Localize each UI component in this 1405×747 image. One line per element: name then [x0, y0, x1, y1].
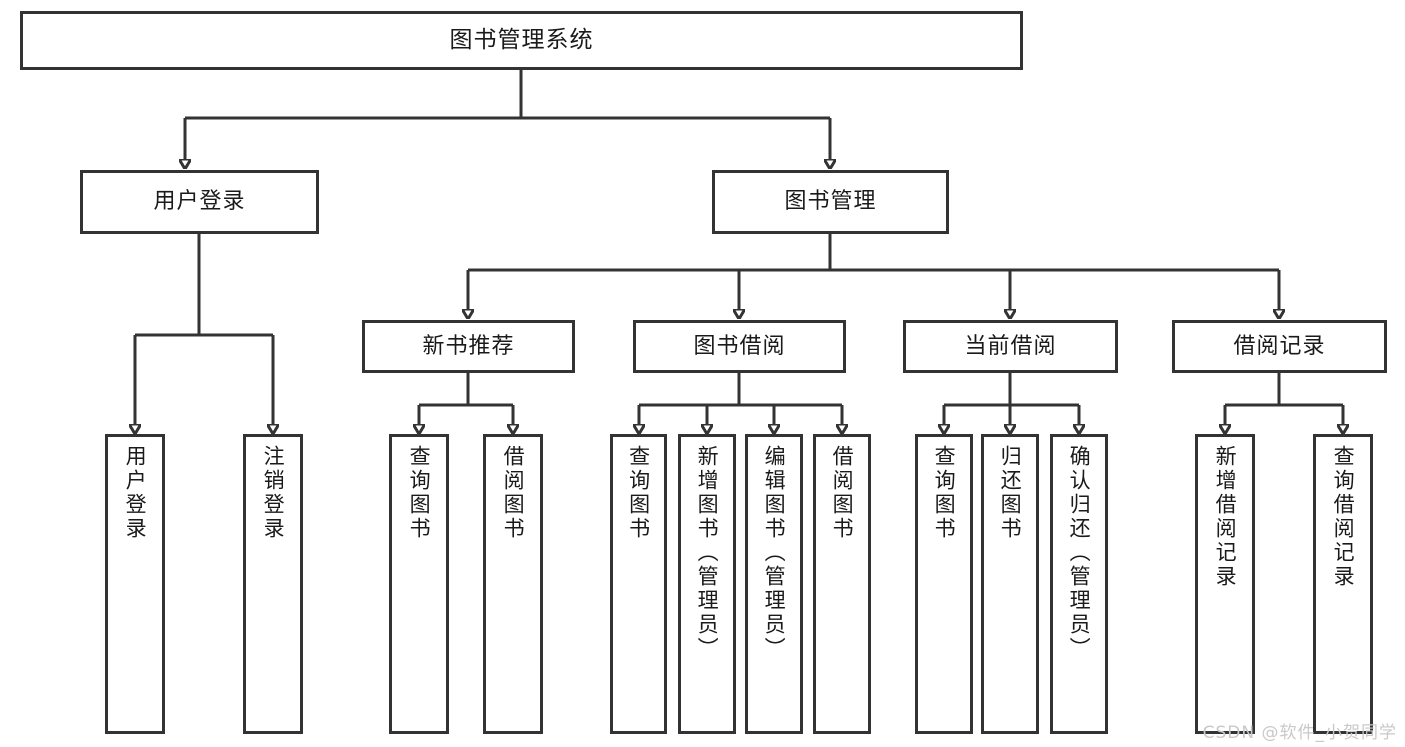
node-label: 新增借阅记录 [1213, 445, 1238, 589]
node-label: 用户登录 [123, 445, 148, 541]
leaf-edit-book-admin[interactable]: 编辑图书（管理员） [745, 434, 803, 734]
csdn-watermark: CSDN @软件_小贺同学 [1202, 723, 1397, 743]
leaf-borrow-books[interactable]: 借阅图书 [813, 434, 871, 734]
leaf-query-books-borrow[interactable]: 查询图书 [610, 434, 667, 734]
leaf-query-books-current[interactable]: 查询图书 [915, 434, 973, 734]
node-book-borrow[interactable]: 图书借阅 [633, 320, 846, 373]
node-borrow-record[interactable]: 借阅记录 [1172, 320, 1387, 373]
leaf-query-borrow-record[interactable]: 查询借阅记录 [1313, 434, 1373, 734]
leaf-query-books-recommend[interactable]: 查询图书 [389, 434, 449, 734]
node-root-system[interactable]: 图书管理系统 [20, 11, 1023, 70]
node-label: 编辑图书（管理员） [762, 445, 787, 661]
node-label: 借阅图书 [830, 445, 855, 541]
node-label: 图书管理系统 [449, 26, 594, 53]
leaf-logout[interactable]: 注销登录 [243, 434, 303, 734]
node-label: 确认归还（管理员） [1067, 445, 1092, 661]
node-label: 查询借阅记录 [1331, 445, 1356, 589]
leaf-user-login[interactable]: 用户登录 [105, 434, 165, 734]
node-label: 新增图书（管理员） [695, 445, 720, 661]
node-label: 图书管理 [784, 189, 877, 215]
leaf-add-borrow-record[interactable]: 新增借阅记录 [1195, 434, 1255, 734]
node-new-book-recommend[interactable]: 新书推荐 [362, 320, 575, 373]
leaf-confirm-return-admin[interactable]: 确认归还（管理员） [1050, 434, 1108, 734]
node-label: 新书推荐 [422, 333, 515, 359]
node-label: 归还图书 [998, 445, 1023, 541]
node-label: 借阅图书 [501, 445, 526, 541]
leaf-borrow-books-recommend[interactable]: 借阅图书 [483, 434, 543, 734]
node-user-login[interactable]: 用户登录 [80, 170, 319, 234]
node-label: 借阅记录 [1233, 333, 1326, 359]
node-label: 查询图书 [407, 445, 432, 541]
node-label: 当前借阅 [964, 333, 1057, 359]
node-book-management[interactable]: 图书管理 [712, 170, 949, 234]
node-label: 图书借阅 [693, 333, 786, 359]
node-label: 查询图书 [626, 445, 651, 541]
node-label: 用户登录 [153, 189, 246, 215]
leaf-add-book-admin[interactable]: 新增图书（管理员） [678, 434, 736, 734]
leaf-return-books[interactable]: 归还图书 [981, 434, 1039, 734]
node-current-borrow[interactable]: 当前借阅 [903, 320, 1118, 373]
node-label: 注销登录 [261, 445, 286, 541]
node-label: 查询图书 [932, 445, 957, 541]
